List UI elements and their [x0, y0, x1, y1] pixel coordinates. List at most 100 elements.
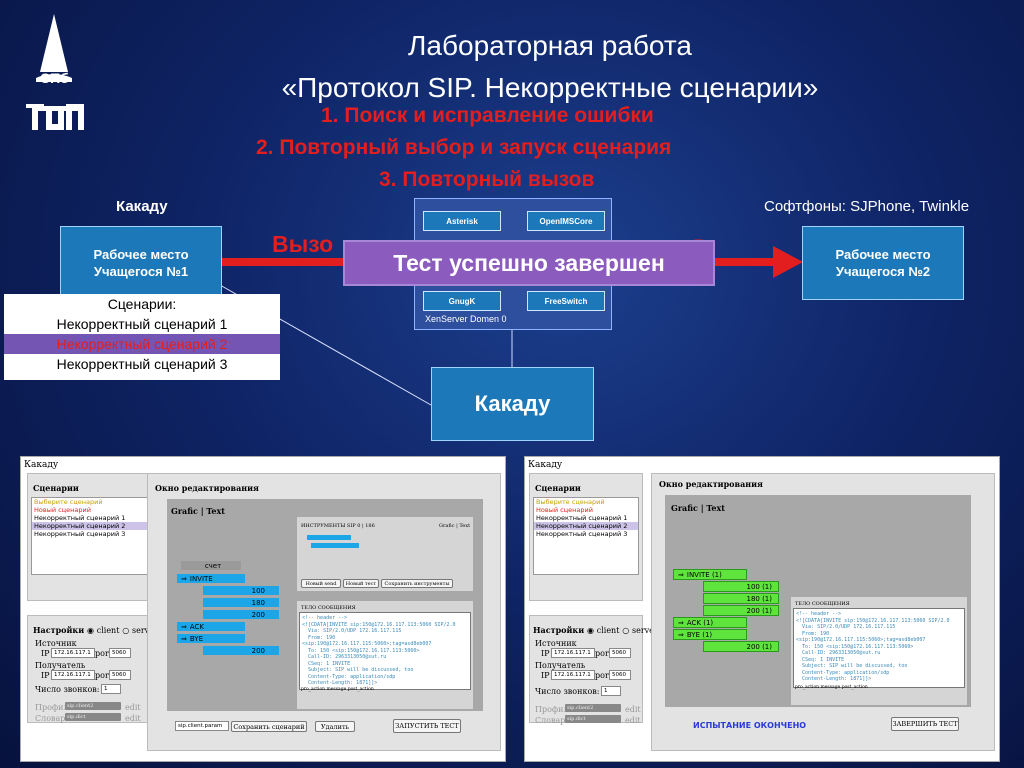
ws1-line2: Учащегося №1 [93, 264, 189, 279]
edit-title: Окно редактирования [155, 483, 259, 493]
flow-invite[interactable]: ⇒ INVITE (1) [673, 569, 747, 580]
ws1-line1: Рабочее место [93, 247, 189, 262]
message-editor[interactable]: <!-- header --> <![CDATA[INVITE sip:150@… [299, 612, 471, 690]
list-item[interactable]: Некорректный сценарий 3 [34, 530, 126, 538]
flow-180[interactable]: 180 [203, 598, 279, 607]
flow-200[interactable]: 200 (1) [703, 605, 779, 616]
settings-title: Настройки ◉ client ○ server [533, 625, 658, 635]
ip-label: IP [41, 671, 50, 680]
list-item[interactable]: Некорректный сценарий 2 [32, 522, 156, 530]
receiver-port-input[interactable]: 5060 [109, 670, 131, 680]
dict-select[interactable]: sip.dict [565, 715, 621, 723]
receiver-port-input[interactable]: 5060 [609, 670, 631, 680]
list-item[interactable]: Некорректный сценарий 3 [536, 530, 628, 538]
flow-100[interactable]: 100 (1) [703, 581, 779, 592]
action-tabs[interactable]: pro_action message post_action [301, 687, 374, 692]
source-port-input[interactable]: 5060 [609, 648, 631, 658]
profile-select[interactable]: sip.client2 [65, 702, 121, 710]
softphones-label: Софтфоны: SJPhone, Twinkle [764, 198, 970, 215]
calls-label: Число звонков: [35, 685, 100, 694]
list-item[interactable]: Новый сценарий [536, 506, 593, 514]
scenario-listbox[interactable]: Выберите сценарий Новый сценарий Некорре… [31, 497, 157, 575]
finish-test-button[interactable]: ЗАВЕРШИТЬ ТЕСТ [891, 717, 959, 731]
message-editor[interactable]: <!-- header --> <![CDATA[INVITE sip:150@… [793, 608, 965, 688]
delete-button[interactable]: Удалить [315, 721, 355, 732]
dict-label: Словарь [535, 716, 570, 725]
scenario-item[interactable]: Некорректный сценарий 3 [56, 356, 228, 372]
flow-200b[interactable]: 200 (1) [703, 641, 779, 652]
kakadu-label: Какаду [116, 198, 168, 215]
source-ip-input[interactable]: 172.16.117.1 [51, 648, 95, 658]
scenario-listbox[interactable]: Выберите сценарий Новый сценарий Некорре… [533, 497, 639, 575]
receiver-ip-input[interactable]: 172.16.117.1 [51, 670, 95, 680]
ip-label: IP [541, 671, 550, 680]
source-ip-input[interactable]: 172.16.117.1 [551, 648, 595, 658]
port-label: port [595, 649, 612, 658]
flow-180[interactable]: 180 (1) [703, 593, 779, 604]
profile-edit[interactable]: edit [125, 703, 141, 712]
list-item[interactable]: Выберите сценарий [34, 498, 103, 506]
xen-label: XenServer Domen 0 [425, 314, 507, 324]
list-item[interactable]: Некорректный сценарий 2 [534, 522, 638, 530]
save-scenario-button[interactable]: Сохранить сценарий [231, 721, 307, 732]
save-tools-button[interactable]: Сохранить инструменты [381, 579, 453, 588]
dict-edit[interactable]: edit [625, 716, 641, 725]
flow-bye[interactable]: ⇒ BYE (1) [673, 629, 747, 640]
port-label: port [95, 649, 112, 658]
flow-invite[interactable]: ⇒ INVITE [177, 574, 245, 583]
grafic-tabs[interactable]: Grafic | Text [171, 506, 225, 516]
tools-panel [297, 517, 473, 591]
profile-label: Профиль [35, 703, 73, 712]
workstation-2: Рабочее место Учащегося №2 [802, 226, 964, 300]
source-port-input[interactable]: 5060 [109, 648, 131, 658]
scenario-item[interactable]: Некорректный сценарий 1 [56, 316, 228, 332]
scenarios-title: Сценарии [535, 483, 581, 493]
tools-tabs[interactable]: Grafic | Text [439, 523, 471, 529]
profile-edit[interactable]: edit [625, 705, 641, 714]
dict-label: Словарь [35, 714, 70, 723]
run-test-button[interactable]: ЗАПУСТИТЬ ТЕСТ [393, 719, 461, 733]
flow-block[interactable]: счет [181, 561, 241, 570]
ip-label: IP [41, 649, 50, 658]
flow-bye[interactable]: ⇒ BYE [177, 634, 245, 643]
flow-100[interactable]: 100 [203, 586, 279, 595]
ws2-line2: Учащегося №2 [835, 264, 931, 279]
receiver-ip-input[interactable]: 172.16.117.1 [551, 670, 595, 680]
flow-200[interactable]: 200 [203, 610, 279, 619]
gnugk-box: GnugK [423, 291, 501, 311]
tool-block[interactable] [307, 535, 351, 540]
flow-ack[interactable]: ⇒ ACK [177, 622, 245, 631]
edit-title: Окно редактирования [659, 479, 763, 489]
success-banner: Тест успешно завершен [343, 240, 715, 286]
tools-title: ИНСТРУМЕНТЫ SIP 0 | 186 [301, 523, 375, 529]
dict-edit[interactable]: edit [125, 714, 141, 723]
calls-label: Число звонков: [535, 687, 600, 696]
scenario-file-input[interactable]: sip.client.param [175, 721, 229, 731]
list-item[interactable]: Выберите сценарий [536, 498, 605, 506]
flow-ack[interactable]: ⇒ ACK (1) [673, 617, 747, 628]
grafic-tabs[interactable]: Grafic | Text [671, 503, 725, 513]
calls-input[interactable]: 1 [601, 686, 621, 696]
ip-label: IP [541, 649, 550, 658]
new-send-button[interactable]: Новый send [301, 579, 341, 588]
step-3: 3. Повторный вызов [379, 168, 595, 191]
app-title: Какаду [528, 460, 563, 470]
tool-block[interactable] [311, 543, 359, 548]
calls-input[interactable]: 1 [101, 684, 121, 694]
list-item[interactable]: Некорректный сценарий 1 [34, 514, 126, 522]
new-test-button[interactable]: Новый тест [343, 579, 379, 588]
list-item[interactable]: Некорректный сценарий 1 [536, 514, 628, 522]
source-label: Источник [35, 639, 77, 648]
app-window-left: Какаду Сценарии Выберите сценарий Новый … [20, 456, 506, 762]
settings-title: Настройки ◉ client ○ server [33, 625, 158, 635]
profile-select[interactable]: sip.client2 [565, 704, 621, 712]
app-title: Какаду [24, 460, 59, 470]
flow-200b[interactable]: 200 [203, 646, 279, 655]
openimscore-box: OpenIMSCore [527, 211, 605, 231]
spbgut-logo [26, 14, 84, 130]
scenario-item-selected[interactable]: Некорректный сценарий 2 [4, 334, 280, 354]
action-tabs[interactable]: pro_action message post_action [795, 685, 868, 690]
profile-label: Профиль [535, 705, 573, 714]
list-item[interactable]: Новый сценарий [34, 506, 91, 514]
dict-select[interactable]: sip.dict [65, 713, 121, 721]
